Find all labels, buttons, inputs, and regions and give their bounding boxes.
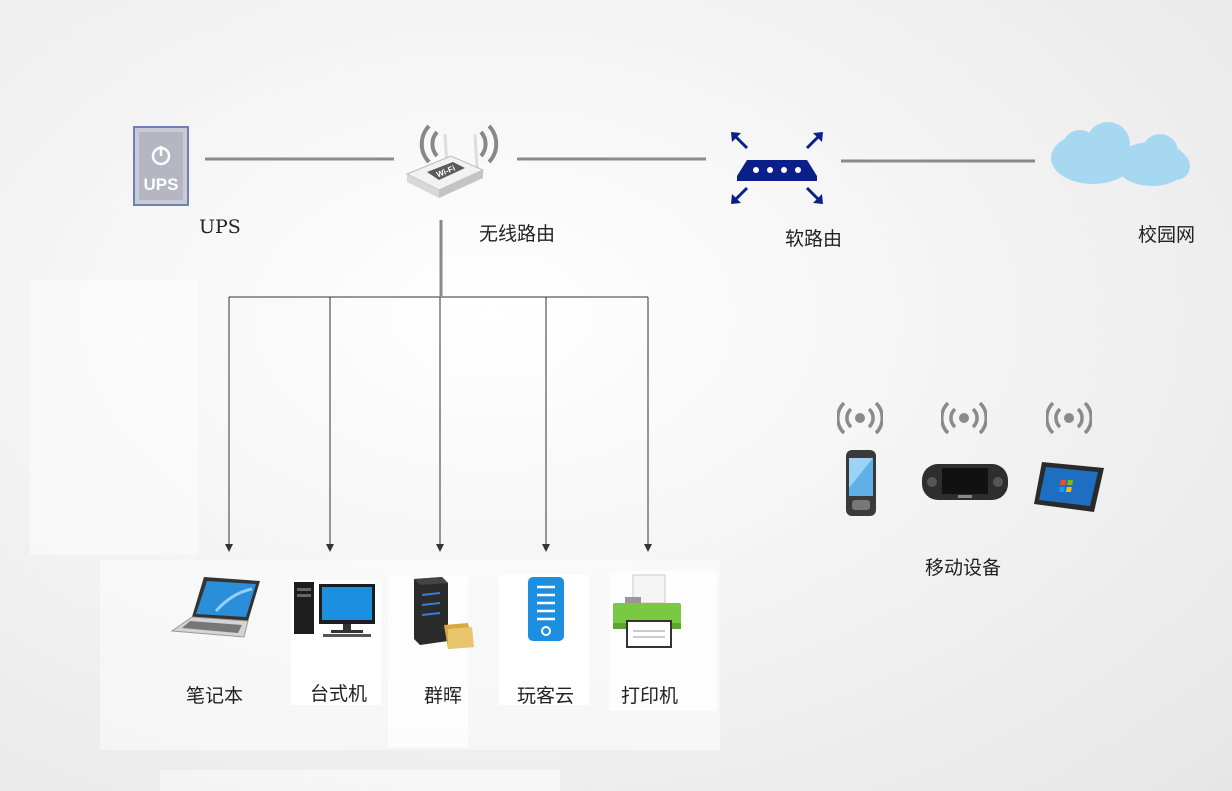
wankeyun-label: 玩客云 xyxy=(517,685,575,707)
handheld-console-icon xyxy=(922,464,1008,500)
desktop-icon xyxy=(294,582,375,637)
signal-icon-tablet xyxy=(1046,400,1092,436)
wireless-signal-icon xyxy=(941,401,987,435)
device-printer[interactable] xyxy=(609,571,717,711)
signal-icon-console xyxy=(941,400,987,436)
desktop-label: 台式机 xyxy=(310,683,368,705)
mobile-devices-label: 移动设备 xyxy=(925,557,1002,579)
cloud-icon xyxy=(1051,122,1190,186)
wankeyun-icon xyxy=(528,577,564,641)
soft-router-node[interactable] xyxy=(729,130,825,206)
device-desktop[interactable] xyxy=(291,580,381,705)
campus-network-label: 校园网 xyxy=(1138,224,1196,246)
mobile-tablet[interactable] xyxy=(1032,458,1106,514)
device-laptop[interactable] xyxy=(170,573,264,645)
printer-icon xyxy=(613,574,681,648)
wireless-signal-icon xyxy=(1046,401,1092,435)
ups-label: UPS xyxy=(199,216,241,238)
mobile-smartphone[interactable] xyxy=(843,448,879,518)
soft-router-icon xyxy=(731,132,823,204)
laptop-icon xyxy=(170,577,260,638)
tablet-icon xyxy=(1034,462,1104,512)
nas-server-icon xyxy=(414,577,474,649)
smartphone-icon xyxy=(846,450,876,516)
wifi-router-icon: Wi-Fi xyxy=(405,124,499,198)
wireless-router-label: 无线路由 xyxy=(479,223,556,245)
wireless-router-node[interactable]: Wi-Fi xyxy=(403,104,513,204)
signal-icon-phone xyxy=(837,400,883,436)
mobile-console[interactable] xyxy=(920,460,1010,504)
bg-panel xyxy=(160,770,560,791)
device-wankeyun[interactable] xyxy=(499,575,589,705)
ups-node[interactable]: UPS xyxy=(133,126,189,206)
laptop-label: 笔记本 xyxy=(186,685,244,707)
ups-icon: UPS xyxy=(133,126,189,206)
wireless-signal-icon xyxy=(837,401,883,435)
nas-label: 群晖 xyxy=(424,685,463,707)
soft-router-label: 软路由 xyxy=(785,228,843,250)
bg-panel xyxy=(30,280,198,555)
svg-text:UPS: UPS xyxy=(144,175,179,194)
printer-label: 打印机 xyxy=(621,685,679,707)
campus-network-node[interactable] xyxy=(1048,118,1193,194)
device-nas[interactable] xyxy=(388,575,474,747)
